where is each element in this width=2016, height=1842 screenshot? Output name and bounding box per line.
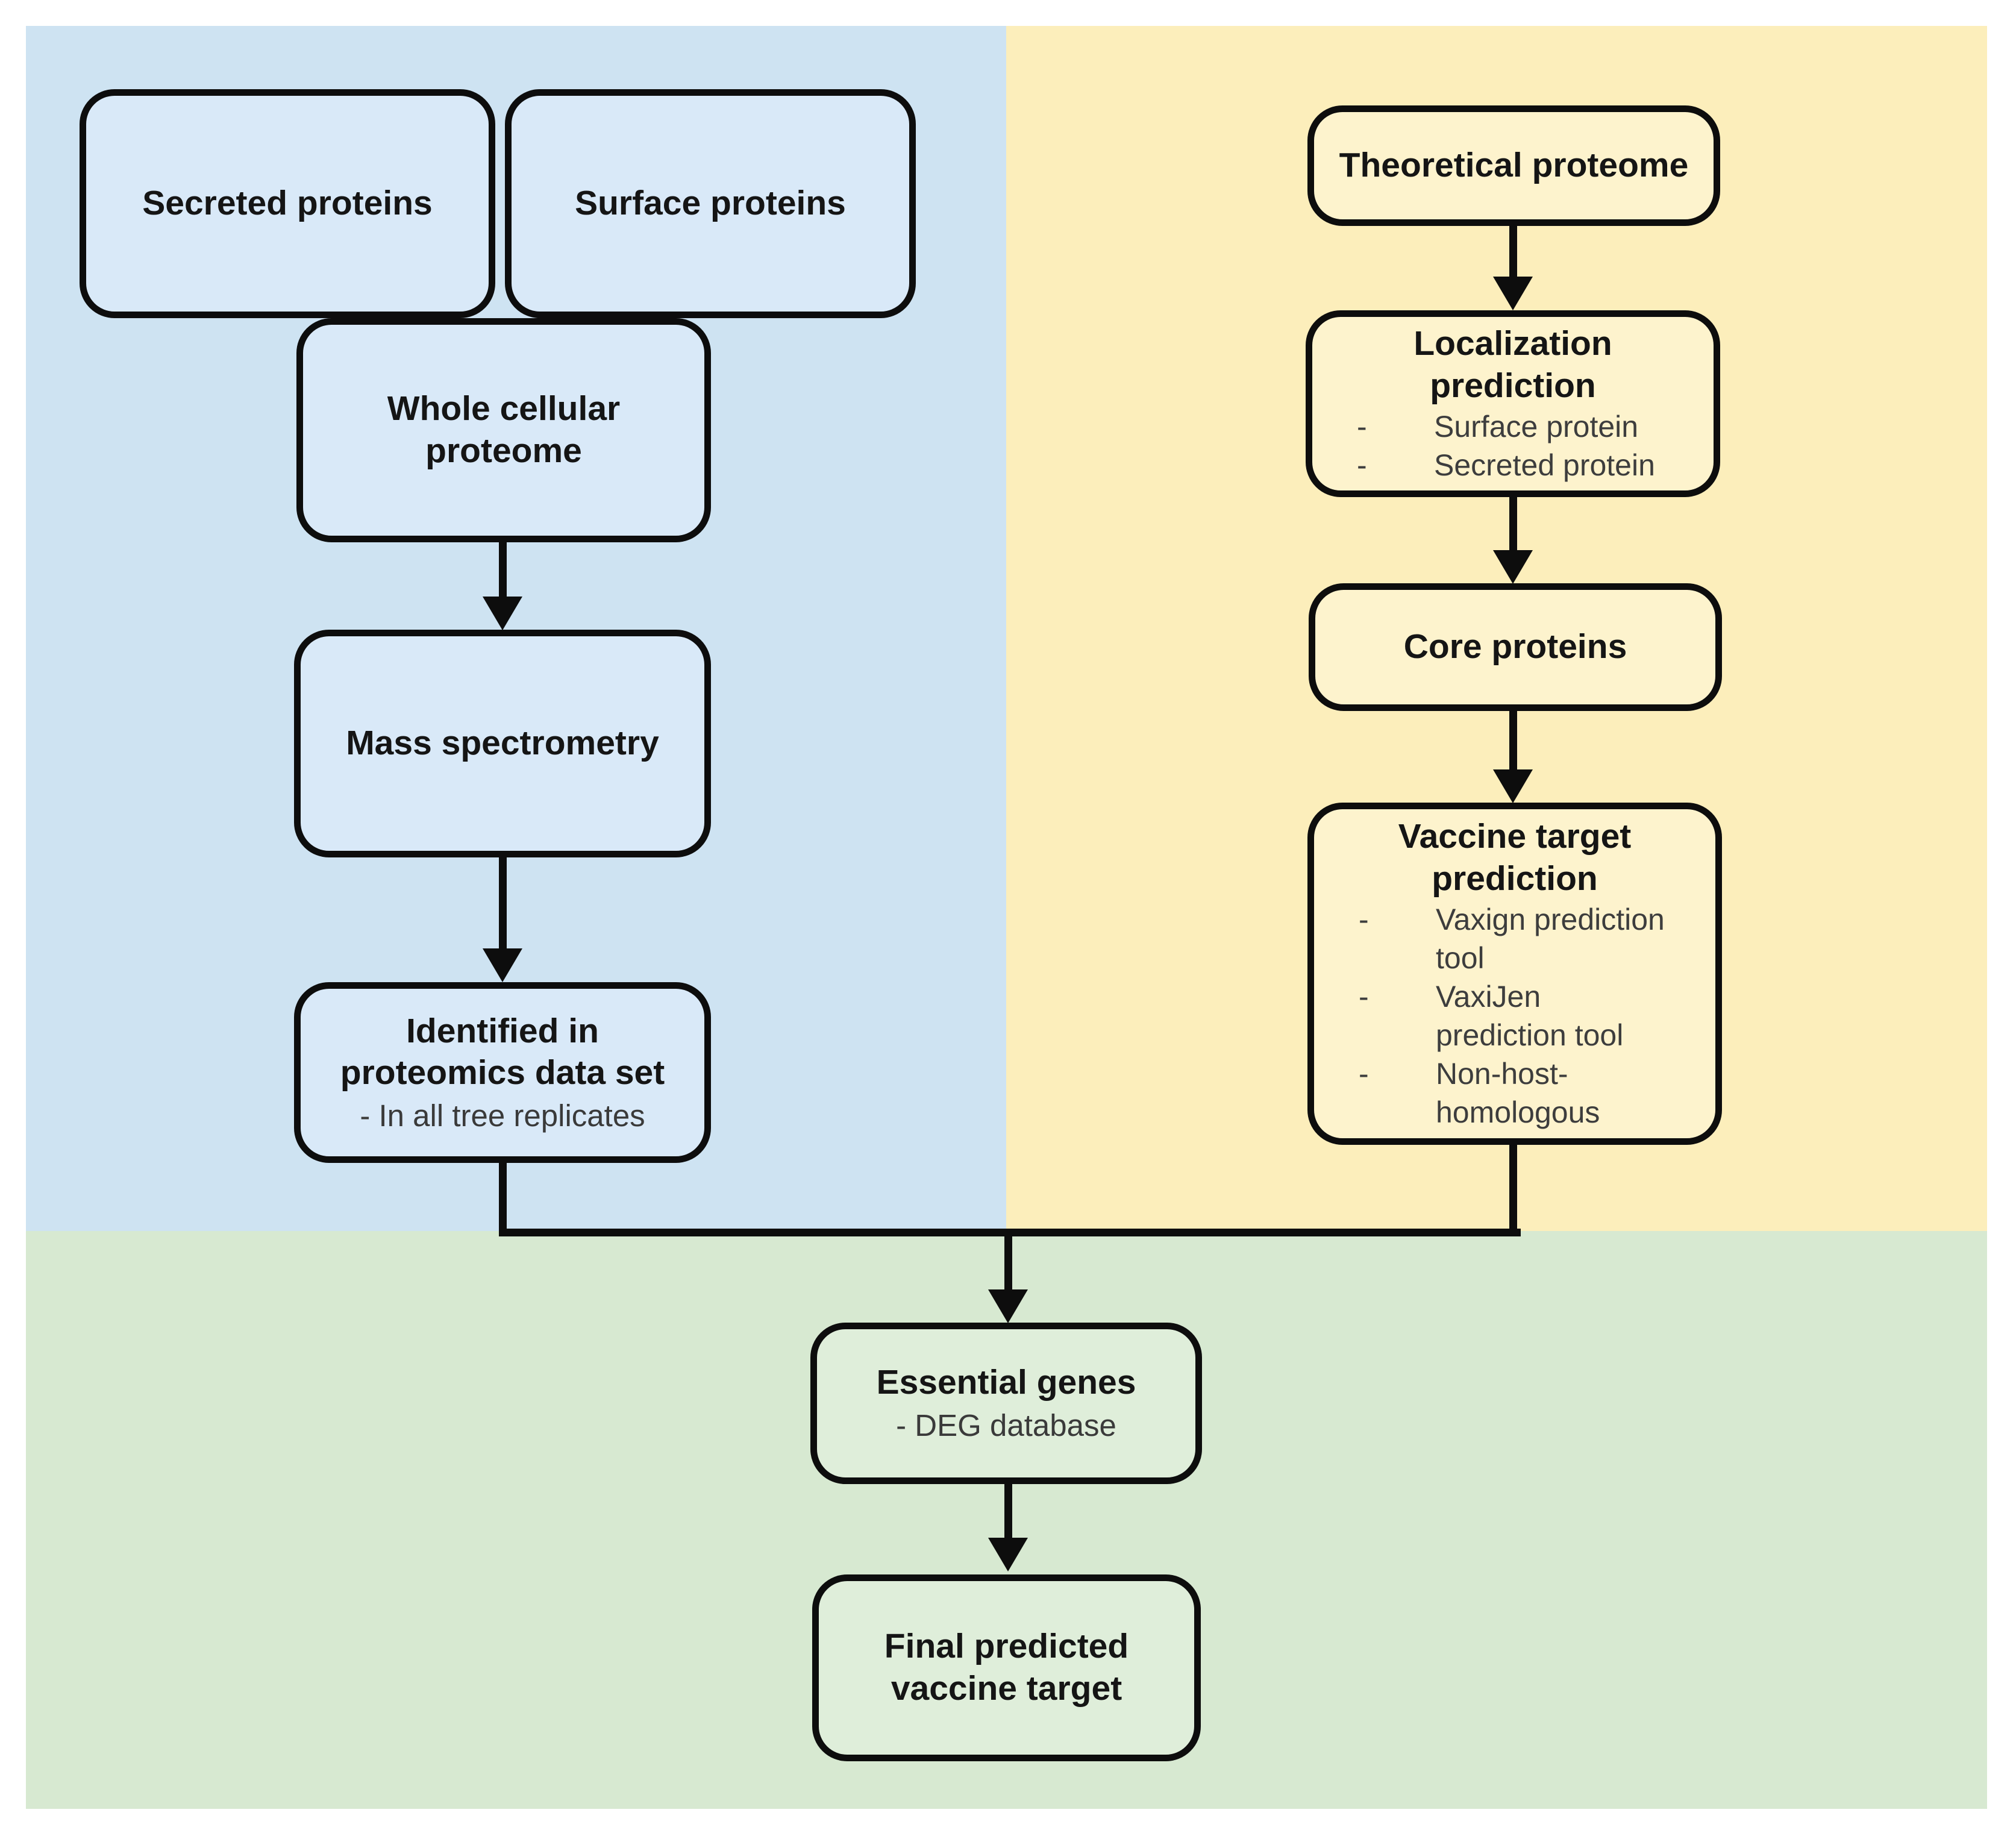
arrow-merge-to-essential-line xyxy=(1004,1232,1012,1291)
node-item-list: - Surface protein - Secreted protein xyxy=(1328,407,1698,484)
arrowhead-down-icon xyxy=(483,948,522,982)
node-title: Essential genes xyxy=(876,1363,1136,1402)
list-item-text: VaxiJen prediction tool xyxy=(1436,979,1624,1052)
list-item: - Surface protein xyxy=(1328,407,1698,446)
arrow-essential-to-final-line xyxy=(1004,1482,1012,1539)
bullet-dash: - xyxy=(1359,979,1369,1013)
arrowhead-down-icon xyxy=(1493,277,1533,310)
node-theoretical-proteome: Theoretical proteome xyxy=(1307,105,1720,226)
arrow-whole-to-mass-line xyxy=(499,540,507,598)
node-identified-in-proteomics-data-set: Identified in proteomics data set - In a… xyxy=(294,982,711,1163)
node-title: Vaccine target prediction xyxy=(1398,817,1632,898)
node-title: Core proteins xyxy=(1403,627,1627,666)
node-surface-proteins: Surface proteins xyxy=(505,89,916,318)
connector-vaccine-down-line xyxy=(1509,1142,1517,1236)
list-item: - VaxiJen prediction tool xyxy=(1330,977,1700,1054)
list-item: - Non-host- homologous xyxy=(1330,1054,1700,1132)
arrow-theoretical-to-localization-line xyxy=(1509,224,1517,278)
node-title: Theoretical proteome xyxy=(1339,146,1689,185)
node-title: Localization prediction xyxy=(1413,324,1612,405)
bullet-dash: - xyxy=(1359,902,1369,936)
node-core-proteins: Core proteins xyxy=(1309,583,1722,711)
list-item-text: Non-host- homologous xyxy=(1436,1056,1600,1129)
node-title: Surface proteins xyxy=(575,184,846,223)
node-essential-genes: Essential genes - DEG database xyxy=(810,1323,1202,1484)
node-title: Secreted proteins xyxy=(142,184,433,223)
node-title: Final predicted vaccine target xyxy=(884,1627,1129,1708)
node-vaccine-target-prediction: Vaccine target prediction - Vaxign predi… xyxy=(1307,803,1722,1145)
arrowhead-down-icon xyxy=(1493,769,1533,803)
node-whole-cellular-proteome: Whole cellular proteome xyxy=(296,318,711,542)
node-note: - In all tree replicates xyxy=(360,1098,645,1133)
connector-identified-down-line xyxy=(499,1161,507,1236)
node-mass-spectrometry: Mass spectrometry xyxy=(294,630,711,857)
node-title: Identified in proteomics data set xyxy=(340,1011,665,1092)
node-secreted-proteins: Secreted proteins xyxy=(80,89,495,318)
node-final-predicted-vaccine-target: Final predicted vaccine target xyxy=(812,1574,1201,1761)
node-note: - DEG database xyxy=(896,1408,1116,1443)
arrowhead-down-icon xyxy=(988,1538,1028,1571)
node-title: Mass spectrometry xyxy=(346,724,659,763)
arrow-core-to-vaccine-line xyxy=(1509,709,1517,770)
node-item-list: - Vaxign prediction tool - VaxiJen predi… xyxy=(1330,900,1700,1132)
node-title: Whole cellular proteome xyxy=(387,389,621,470)
bullet-dash: - xyxy=(1357,448,1367,482)
list-item-text: Vaxign prediction tool xyxy=(1436,902,1665,975)
bullet-dash: - xyxy=(1357,409,1367,443)
node-localization-prediction: Localization prediction - Surface protei… xyxy=(1306,310,1720,497)
arrowhead-down-icon xyxy=(483,597,522,630)
arrowhead-down-icon xyxy=(1493,550,1533,584)
arrowhead-down-icon xyxy=(988,1289,1028,1323)
list-item: - Secreted protein xyxy=(1328,446,1698,484)
arrow-localization-to-core-line xyxy=(1509,495,1517,551)
list-item-text: Secreted protein xyxy=(1434,448,1655,482)
bullet-dash: - xyxy=(1359,1056,1369,1091)
list-item: - Vaxign prediction tool xyxy=(1330,900,1700,977)
arrow-mass-to-identified-line xyxy=(499,855,507,949)
list-item-text: Surface protein xyxy=(1434,409,1639,443)
